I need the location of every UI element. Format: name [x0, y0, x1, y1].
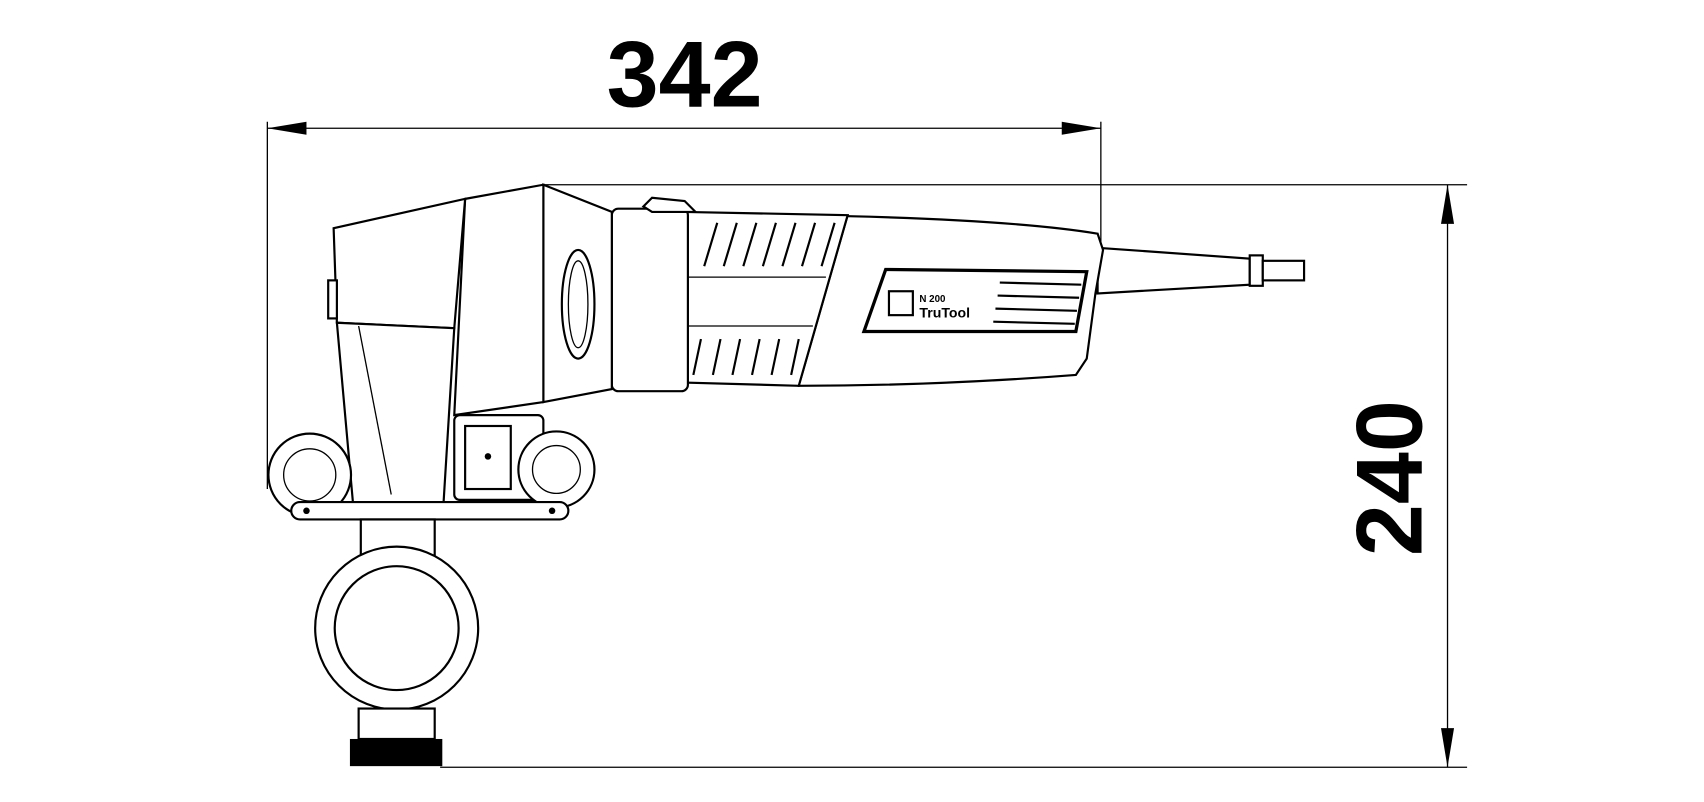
arrow-left-icon	[267, 121, 307, 135]
nibbler-tool: N 200 TruTool	[267, 183, 1306, 767]
model-text: N 200	[919, 294, 946, 305]
grip-ribs	[692, 222, 836, 376]
height-dimension: 240	[440, 184, 1468, 768]
product-label: N 200 TruTool	[861, 267, 1089, 334]
brand-text: TruTool	[919, 304, 970, 320]
length-value: 342	[607, 21, 763, 126]
die-cap	[349, 738, 443, 767]
length-dimension: 342	[266, 21, 1102, 490]
arrow-down-icon	[1441, 728, 1455, 768]
arrow-up-icon	[1441, 184, 1455, 224]
arrow-right-icon	[1061, 121, 1101, 135]
height-value: 240	[1336, 400, 1441, 556]
